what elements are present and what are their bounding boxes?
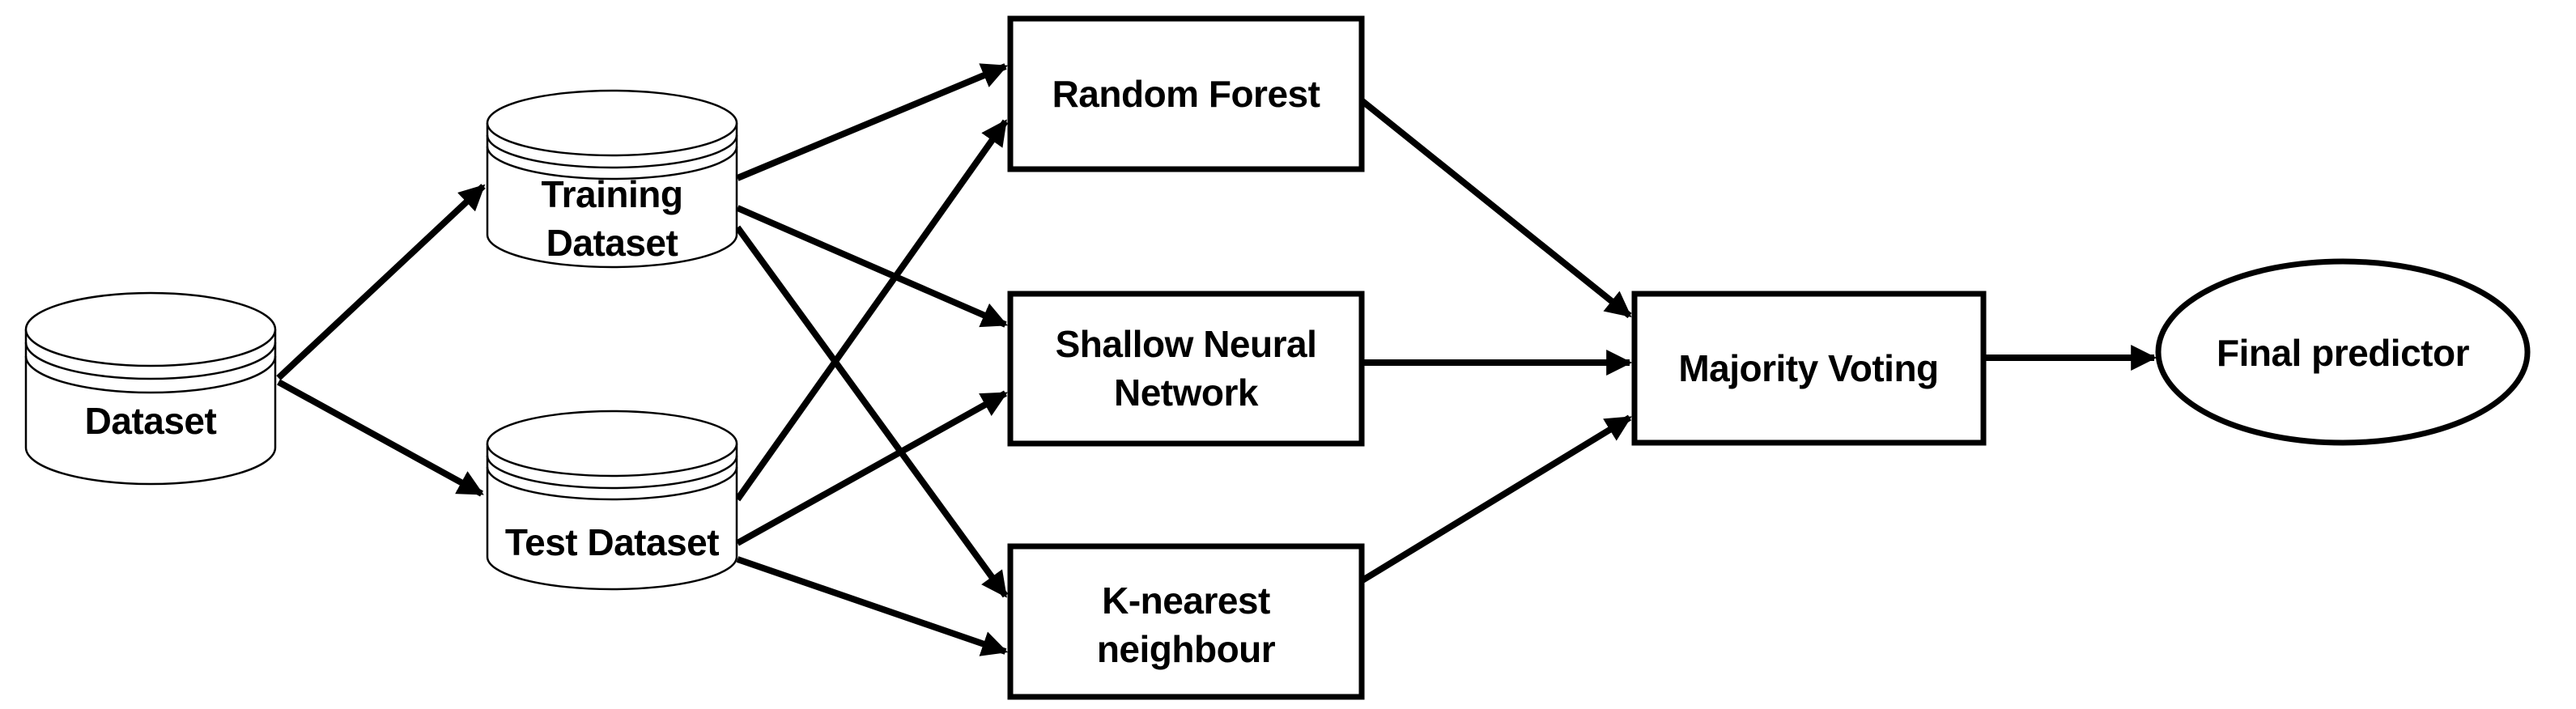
- final-predictor-ellipse: [2155, 258, 2531, 446]
- training-dataset-label-line2: Dataset: [546, 222, 678, 264]
- shallow-neural-network-label-line1: Shallow Neural: [1056, 323, 1317, 365]
- test-dataset-cylinder-ring: [486, 466, 738, 501]
- k-nearest-neighbour-label-line1: K-nearest: [1102, 580, 1270, 622]
- test-dataset-cylinder-top: [486, 410, 738, 478]
- dataset-cylinder-body: [24, 329, 277, 486]
- edge-training-dataset-to-shallow-neural-network: [736, 205, 1008, 328]
- dataset-label: Dataset: [85, 400, 217, 442]
- k-nearest-neighbour-label-line2: neighbour: [1097, 628, 1276, 670]
- node-dataset: Dataset: [24, 291, 277, 486]
- edges: [276, 63, 2157, 656]
- node-majority-voting: Majority Voting: [1631, 291, 1987, 446]
- edge-k-nearest-neighbour-to-majority-voting: [1360, 414, 1632, 584]
- node-test-dataset: Test Dataset: [486, 410, 738, 591]
- shallow-neural-network-label-line2: Network: [1114, 371, 1259, 414]
- edge-training-dataset-to-k-nearest-neighbour: [734, 225, 1009, 598]
- node-final-predictor: Final predictor: [2155, 258, 2531, 446]
- edge-test-dataset-to-shallow-neural-network: [736, 390, 1008, 546]
- edge-dataset-to-test-dataset: [277, 379, 484, 497]
- node-k-nearest-neighbour: K-nearest neighbour: [1007, 543, 1365, 700]
- node-training-dataset: Training Dataset: [486, 89, 738, 269]
- test-dataset-label: Test Dataset: [505, 521, 719, 563]
- training-dataset-cylinder-top: [486, 89, 738, 157]
- dataset-cylinder-ring: [24, 355, 277, 394]
- majority-voting-box: [1631, 291, 1987, 446]
- k-nearest-neighbour-box: [1007, 543, 1365, 700]
- random-forest-label: Random Forest: [1052, 73, 1320, 115]
- dataset-cylinder-top: [24, 291, 277, 367]
- edge-random-forest-to-majority-voting: [1360, 98, 1632, 319]
- node-random-forest: Random Forest: [1007, 15, 1365, 172]
- test-dataset-cylinder-body: [486, 444, 738, 591]
- edge-test-dataset-to-random-forest: [734, 119, 1009, 502]
- training-dataset-label-line1: Training: [542, 173, 683, 215]
- training-dataset-cylinder-body: [486, 123, 738, 269]
- majority-voting-label: Majority Voting: [1678, 347, 1938, 389]
- node-shallow-neural-network: Shallow Neural Network: [1007, 291, 1365, 447]
- training-dataset-cylinder-ring: [486, 146, 738, 180]
- training-dataset-cylinder-ring: [486, 134, 738, 169]
- test-dataset-cylinder-ring: [486, 455, 738, 490]
- dataset-cylinder-ring: [24, 342, 277, 380]
- edge-training-dataset-to-random-forest: [736, 63, 1008, 181]
- shallow-neural-network-box: [1007, 291, 1365, 447]
- edge-dataset-to-training-dataset: [276, 184, 486, 380]
- edge-test-dataset-to-k-nearest-neighbour: [736, 556, 1009, 656]
- random-forest-box: [1007, 15, 1365, 172]
- final-predictor-label: Final predictor: [2217, 332, 2470, 374]
